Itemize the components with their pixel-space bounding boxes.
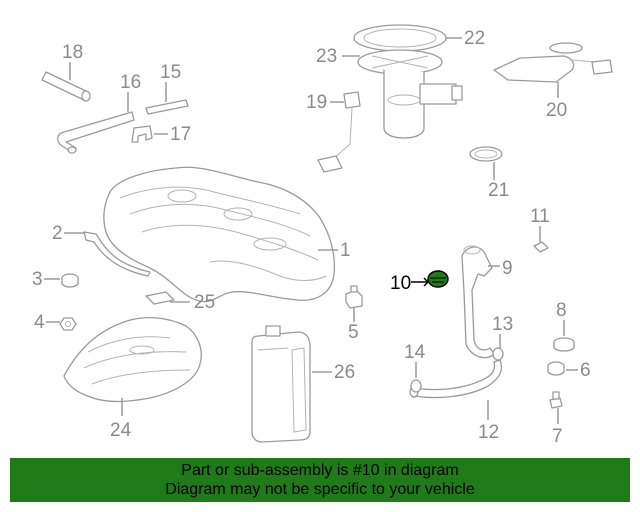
callout-25: 25 xyxy=(194,292,215,313)
part-16-tube[interactable] xyxy=(57,111,135,154)
callout-21: 21 xyxy=(488,180,509,201)
banner-line-2: Diagram may not be specific to your vehi… xyxy=(165,481,475,498)
part-13-clamp[interactable] xyxy=(492,347,504,361)
part-9-filler-neck[interactable] xyxy=(461,245,495,359)
part-17-clip[interactable] xyxy=(131,125,153,143)
callout-6: 6 xyxy=(580,360,591,381)
callout-23: 23 xyxy=(316,46,337,67)
part-24-shield[interactable] xyxy=(63,317,202,403)
callout-16: 16 xyxy=(120,72,141,93)
part-4-nut[interactable] xyxy=(59,317,77,331)
callout-7: 7 xyxy=(552,426,563,447)
part-14-clamp[interactable] xyxy=(410,379,422,393)
callout-10: 10 xyxy=(390,273,411,294)
callout-17: 17 xyxy=(170,124,191,145)
part-15-tube[interactable] xyxy=(145,99,189,115)
callout-15: 15 xyxy=(160,62,181,83)
part-8-cushion[interactable] xyxy=(553,337,575,352)
part-2-strap[interactable] xyxy=(83,231,151,277)
callout-1: 1 xyxy=(340,240,351,261)
part-20-pump-subassembly[interactable] xyxy=(493,42,613,83)
callout-2: 2 xyxy=(52,223,63,244)
part-12-hose[interactable] xyxy=(409,359,503,399)
part-25-pad[interactable] xyxy=(145,291,175,305)
part-10-filler-cap[interactable] xyxy=(427,270,449,288)
callout-5: 5 xyxy=(348,322,359,343)
callout-18: 18 xyxy=(62,42,83,63)
part-23-pump-module[interactable] xyxy=(357,49,463,139)
part-11-grommet[interactable] xyxy=(533,241,549,253)
parts-diagram: 18 16 15 17 1 2 3 xyxy=(32,24,613,447)
callout-9: 9 xyxy=(502,258,513,279)
callout-4: 4 xyxy=(34,312,45,333)
leader-10 xyxy=(411,277,430,287)
callout-22: 22 xyxy=(464,28,485,49)
part-19-sender[interactable] xyxy=(317,91,361,173)
callout-11: 11 xyxy=(530,206,550,227)
banner-line-1: Part or sub-assembly is #10 in diagram xyxy=(181,462,459,479)
callout-14: 14 xyxy=(404,342,426,363)
part-5-bracket[interactable] xyxy=(345,285,363,309)
callout-24: 24 xyxy=(110,420,132,441)
callout-19: 19 xyxy=(306,92,327,113)
callout-12: 12 xyxy=(478,422,499,443)
callout-20: 20 xyxy=(546,100,567,121)
part-6-grommet[interactable] xyxy=(547,361,565,376)
callout-13: 13 xyxy=(492,314,513,335)
part-22-ring[interactable] xyxy=(353,24,447,52)
part-1-fuel-tank[interactable] xyxy=(103,166,336,303)
part-18-hose[interactable] xyxy=(41,71,91,102)
part-21-gasket[interactable] xyxy=(469,146,503,162)
callout-26: 26 xyxy=(334,362,355,383)
callout-3: 3 xyxy=(32,269,43,290)
info-banner: Part or sub-assembly is #10 in diagram D… xyxy=(10,458,630,502)
callout-8: 8 xyxy=(556,300,567,321)
part-7-bolt[interactable] xyxy=(549,391,563,409)
part-26-canister[interactable] xyxy=(251,325,311,443)
part-3-insulator[interactable] xyxy=(61,273,79,288)
